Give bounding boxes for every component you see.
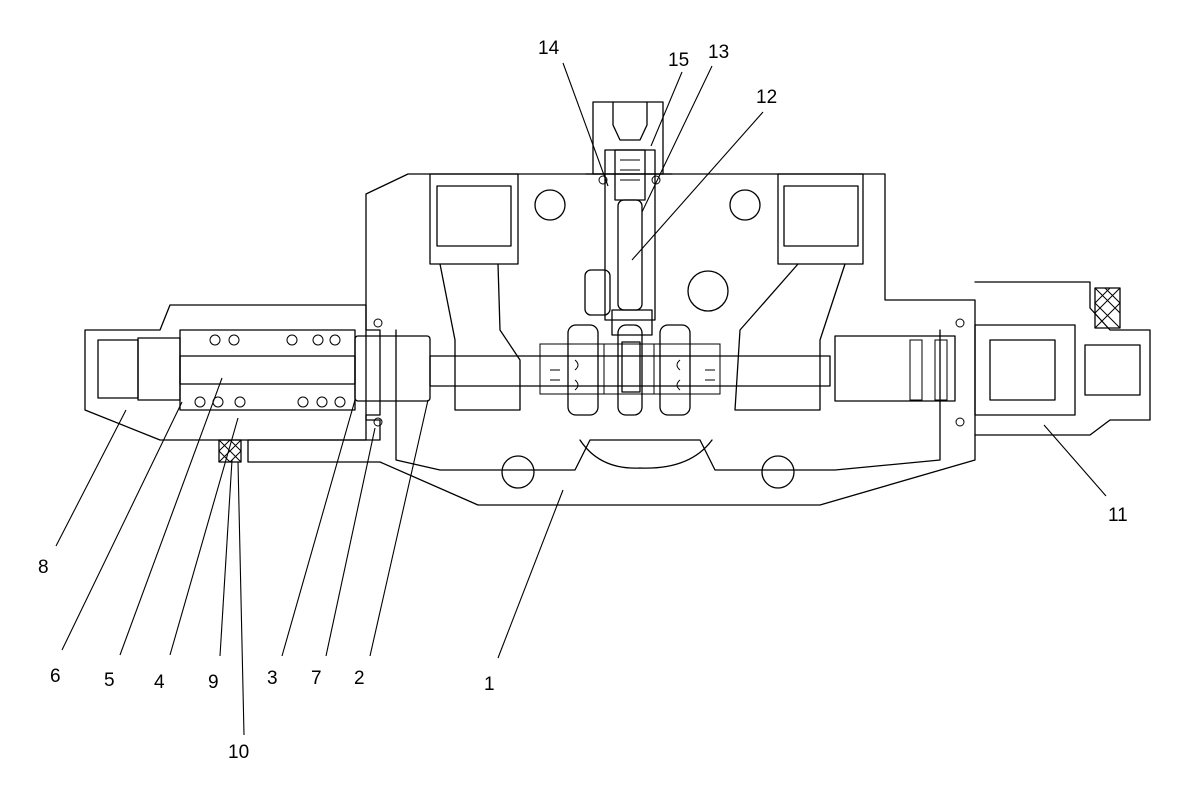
leader-6 <box>61 401 183 651</box>
callout-2: 2 <box>354 668 365 689</box>
leader-4 <box>169 417 239 656</box>
leader-12 <box>631 111 764 261</box>
right-end-cap <box>909 281 1151 436</box>
leader-lines <box>55 62 1107 736</box>
right-port-plug <box>734 173 864 411</box>
callout-11: 11 <box>1108 505 1128 526</box>
spring-coils-left <box>194 334 346 408</box>
leader-7 <box>325 427 376 657</box>
callouts: 1 2 3 4 5 6 7 8 9 10 11 12 13 14 15 <box>38 38 1128 763</box>
callout-10: 10 <box>228 742 249 763</box>
leader-10 <box>237 461 245 736</box>
callout-5: 5 <box>104 670 115 691</box>
leader-9 <box>219 459 233 657</box>
left-port-plug <box>429 173 521 411</box>
callout-3: 3 <box>267 668 278 689</box>
leader-11 <box>1043 424 1107 497</box>
callout-15: 15 <box>668 50 689 71</box>
callout-8: 8 <box>38 557 49 578</box>
callout-1: 1 <box>484 674 495 695</box>
callout-13: 13 <box>708 42 729 63</box>
leader-5 <box>119 377 223 656</box>
leader-2 <box>369 399 429 657</box>
leader-13 <box>641 65 713 213</box>
leader-8 <box>55 409 127 547</box>
leader-1 <box>497 489 564 659</box>
leader-3 <box>281 399 356 657</box>
relief-valve <box>584 101 673 336</box>
callout-4: 4 <box>154 672 165 693</box>
callout-14: 14 <box>538 38 560 59</box>
leader-15 <box>650 71 683 147</box>
valve-body <box>247 173 976 506</box>
callout-6: 6 <box>50 666 61 687</box>
left-end-cap <box>84 304 383 463</box>
callout-9: 9 <box>208 672 219 693</box>
callout-7: 7 <box>311 668 322 689</box>
leader-14 <box>562 62 609 187</box>
spool <box>354 324 956 416</box>
callout-12: 12 <box>756 87 777 108</box>
